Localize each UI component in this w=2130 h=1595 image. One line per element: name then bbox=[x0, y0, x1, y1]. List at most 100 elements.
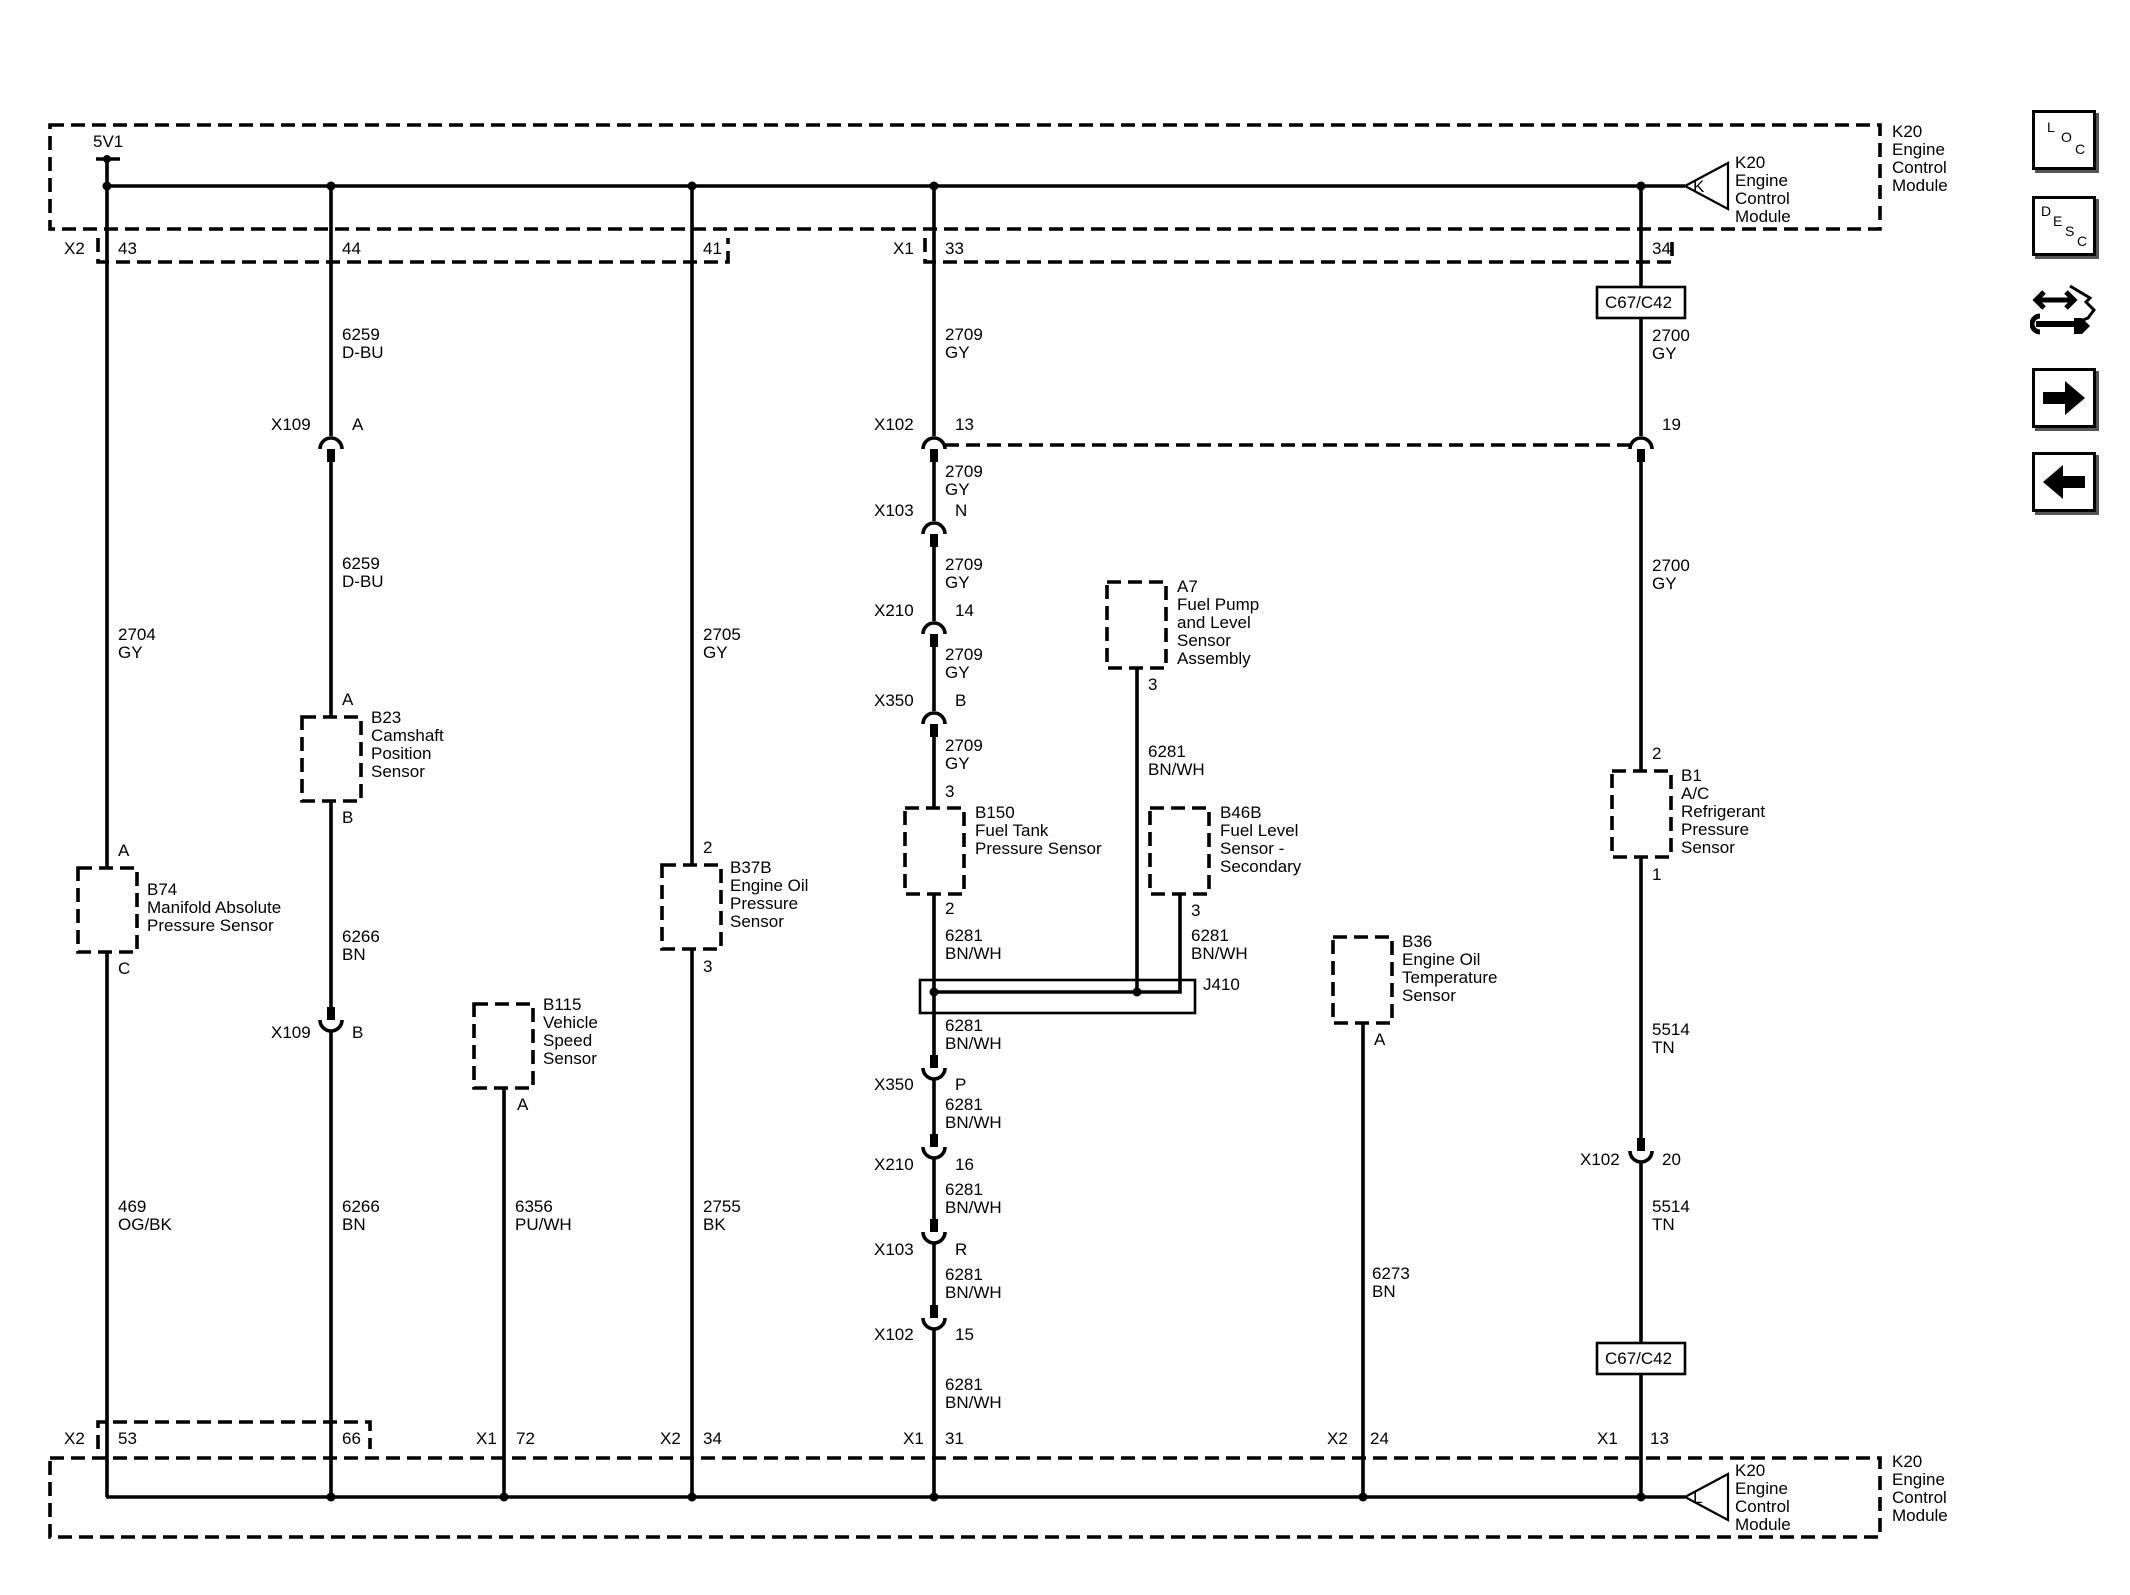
connector-pin-label: P bbox=[955, 1075, 966, 1094]
wire-label: BN/WH bbox=[1191, 944, 1248, 963]
connector-x103-r bbox=[921, 1231, 947, 1245]
junction-dot bbox=[499, 1492, 509, 1502]
module-bottom-label-2: Engine bbox=[1892, 1470, 1945, 1489]
wire-label: 469 bbox=[118, 1197, 146, 1216]
connector-pin-label: B bbox=[352, 1023, 363, 1042]
top-pin-connector: X2 bbox=[64, 239, 85, 258]
junction-dot bbox=[103, 155, 111, 163]
desc-button[interactable]: D E S C bbox=[2032, 196, 2096, 256]
connector-x103-n bbox=[921, 521, 947, 535]
b150-label: Pressure Sensor bbox=[975, 839, 1102, 858]
connector-label: X103 bbox=[874, 1240, 914, 1259]
pin-label: 2 bbox=[945, 899, 954, 918]
wire-label: 2704 bbox=[118, 625, 156, 644]
wire-label: GY bbox=[118, 643, 143, 662]
wire-label: BN/WH bbox=[945, 1198, 1002, 1217]
connector-label: X350 bbox=[874, 1075, 914, 1094]
pin-label: A bbox=[342, 690, 354, 709]
module-top-label-2: Engine bbox=[1892, 140, 1945, 159]
connector-x102-13 bbox=[921, 436, 947, 450]
previous-page-button[interactable] bbox=[2032, 452, 2096, 512]
arrow-l-label-3: Control bbox=[1735, 1497, 1790, 1516]
bottom-pin: 34 bbox=[703, 1429, 722, 1448]
wire-label: PU/WH bbox=[515, 1215, 572, 1234]
top-pin: 44 bbox=[342, 239, 361, 258]
wire-label: 6266 bbox=[342, 927, 380, 946]
b46b-label: Secondary bbox=[1220, 857, 1302, 876]
wire-label: 6281 bbox=[945, 1180, 983, 1199]
pin-label: C bbox=[118, 959, 130, 978]
wire-label: 6281 bbox=[1148, 742, 1186, 761]
x1-top-connector-box bbox=[923, 238, 1674, 264]
arrow-k-label-3: Control bbox=[1735, 189, 1790, 208]
module-top-label-4: Module bbox=[1892, 176, 1948, 195]
b115-label: Speed bbox=[543, 1031, 592, 1050]
connector-pin-label: A bbox=[352, 415, 364, 434]
next-page-button[interactable] bbox=[2032, 368, 2096, 428]
b74-label: Manifold Absolute bbox=[147, 898, 281, 917]
junction-dot bbox=[326, 1492, 336, 1502]
wire-label: TN bbox=[1652, 1215, 1675, 1234]
diagnostic-connection-button[interactable] bbox=[2030, 278, 2100, 344]
module-arrow-k bbox=[1682, 161, 1730, 211]
wire-label: 2705 bbox=[703, 625, 741, 644]
connector-label: X350 bbox=[874, 691, 914, 710]
connector-x102-15 bbox=[921, 1317, 947, 1331]
a7-label: Fuel Pump bbox=[1177, 595, 1259, 614]
b37b-label: Pressure bbox=[730, 894, 798, 913]
b23-label: B23 bbox=[371, 708, 401, 727]
desc-letter: S bbox=[2065, 223, 2075, 239]
junction-dot bbox=[929, 181, 939, 191]
module-arrow-k-letter: K bbox=[1693, 177, 1705, 196]
connector-x109-b bbox=[318, 1019, 344, 1033]
wire-label: BN/WH bbox=[945, 1393, 1002, 1412]
wire-label: 5514 bbox=[1652, 1020, 1690, 1039]
wire-label: 6281 bbox=[1191, 926, 1229, 945]
b37b-label: Sensor bbox=[730, 912, 784, 931]
pin-label: 3 bbox=[1191, 901, 1200, 920]
bottom-pin-connector: X1 bbox=[903, 1429, 924, 1448]
bottom-pin: 72 bbox=[516, 1429, 535, 1448]
connector-pin-label: N bbox=[955, 501, 967, 520]
connector-x350-b bbox=[921, 711, 947, 725]
j410-splice-box bbox=[918, 978, 1197, 1015]
wire-label: 2700 bbox=[1652, 556, 1690, 575]
connector-pin-label: 16 bbox=[955, 1155, 974, 1174]
bottom-pin-connector: X1 bbox=[1597, 1429, 1618, 1448]
b150-label: B150 bbox=[975, 803, 1015, 822]
connector-x102-19 bbox=[1628, 436, 1654, 450]
arrow-k-label-2: Engine bbox=[1735, 171, 1788, 190]
b74-label: Pressure Sensor bbox=[147, 916, 274, 935]
wire-label: 6356 bbox=[515, 1197, 553, 1216]
wire-label: 6281 bbox=[945, 1095, 983, 1114]
loc-letter: O bbox=[2061, 129, 2072, 145]
bottom-pin: 31 bbox=[945, 1429, 964, 1448]
b74-label: B74 bbox=[147, 880, 177, 899]
junction-dot bbox=[1636, 1492, 1646, 1502]
module-top-label-1: K20 bbox=[1892, 122, 1922, 141]
splice-dot bbox=[929, 987, 939, 997]
junction-dot bbox=[929, 1492, 939, 1502]
connector-label: X109 bbox=[271, 415, 311, 434]
loc-button[interactable]: L O C bbox=[2032, 110, 2096, 170]
wire-label: BN/WH bbox=[945, 1034, 1002, 1053]
b1-component-box bbox=[1610, 769, 1673, 859]
a7-component-box bbox=[1105, 580, 1168, 670]
module-bottom-label-1: K20 bbox=[1892, 1452, 1922, 1471]
top-pin: 33 bbox=[945, 239, 964, 258]
connector-label: X210 bbox=[874, 601, 914, 620]
b1-label: A/C bbox=[1681, 784, 1709, 803]
wire-label: 2709 bbox=[945, 462, 983, 481]
ref-voltage-label: 5V1 bbox=[93, 132, 123, 151]
desc-letter: D bbox=[2041, 203, 2052, 219]
wire-label: 6281 bbox=[945, 926, 983, 945]
wire-label: BN/WH bbox=[945, 944, 1002, 963]
wire-label: 2755 bbox=[703, 1197, 741, 1216]
splice-dot bbox=[1132, 987, 1142, 997]
module-arrow-l bbox=[1682, 1472, 1730, 1522]
wire-label: GY bbox=[945, 343, 970, 362]
b37b-label: Engine Oil bbox=[730, 876, 808, 895]
pin-label: A bbox=[1374, 1030, 1386, 1049]
wire-label: GY bbox=[945, 754, 970, 773]
